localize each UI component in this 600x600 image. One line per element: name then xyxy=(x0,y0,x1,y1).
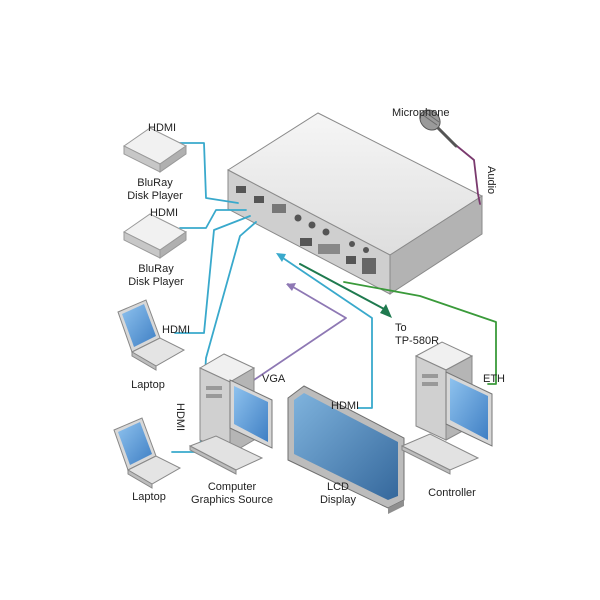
hdmi-cable-laptop-2 xyxy=(171,221,257,453)
switcher-unit xyxy=(227,112,484,295)
hdmi-label-4: HDMI xyxy=(174,403,186,432)
hdmi-out-arrowhead xyxy=(276,253,286,262)
bluray-2-label-line1: BluRay xyxy=(138,263,174,275)
computer-label-line2: Graphics Source xyxy=(191,494,273,506)
hdmi-cable-bluray-2 xyxy=(179,209,247,229)
lcd-label: LCD Display xyxy=(320,481,356,507)
controller-icon xyxy=(400,341,493,475)
eth-label: ETH xyxy=(483,373,505,385)
bluray-1-label: BluRay Disk Player xyxy=(127,177,183,203)
laptop-1-icon xyxy=(117,299,186,371)
eth-cable xyxy=(343,281,497,385)
vga-label: VGA xyxy=(262,373,286,385)
hdmi-output-cable xyxy=(279,255,373,409)
hdmi-output-label: HDMI xyxy=(331,400,360,412)
tp-label-line2: TP-580R xyxy=(395,335,440,347)
computer-label-line1: Computer xyxy=(207,481,257,493)
controller-label: Controller xyxy=(428,487,476,499)
tp-cable xyxy=(299,263,387,311)
microphone-label: Microphone xyxy=(392,107,450,119)
bluray-player-1-icon xyxy=(123,127,187,173)
bluray-1-label-line1: BluRay xyxy=(137,177,173,189)
audio-label: Audio xyxy=(485,166,497,195)
tp-arrowhead xyxy=(380,304,392,318)
audio-cable xyxy=(451,141,481,205)
tp-label: To TP-580R xyxy=(395,322,439,348)
hdmi-cable-laptop-1 xyxy=(174,215,251,334)
computer-graphics-source-icon xyxy=(188,353,273,475)
bluray-2-label: BluRay Disk Player xyxy=(128,263,184,289)
tp-label-line1: To xyxy=(395,322,407,334)
microphone-icon xyxy=(419,109,458,148)
vga-cable xyxy=(247,283,347,385)
hdmi-label-3: HDMI xyxy=(162,324,191,336)
bluray-player-2-icon xyxy=(123,213,187,259)
laptop-1-label: Laptop xyxy=(131,379,165,391)
computer-label: Computer Graphics Source xyxy=(191,481,273,507)
laptop-2-label: Laptop xyxy=(132,491,166,503)
vga-arrowhead xyxy=(286,283,296,291)
laptop-2-icon xyxy=(113,417,182,489)
lcd-label-line1: LCD xyxy=(326,481,350,493)
cables xyxy=(171,141,497,453)
hdmi-label-2: HDMI xyxy=(150,207,179,219)
lcd-display-icon xyxy=(287,385,405,514)
bluray-2-label-line2: Disk Player xyxy=(128,276,184,288)
hdmi-label-1: HDMI xyxy=(148,122,177,134)
lcd-label-line2: Display xyxy=(319,494,357,506)
hdmi-cable-bluray-1 xyxy=(177,142,239,204)
bluray-1-label-line2: Disk Player xyxy=(127,190,183,202)
